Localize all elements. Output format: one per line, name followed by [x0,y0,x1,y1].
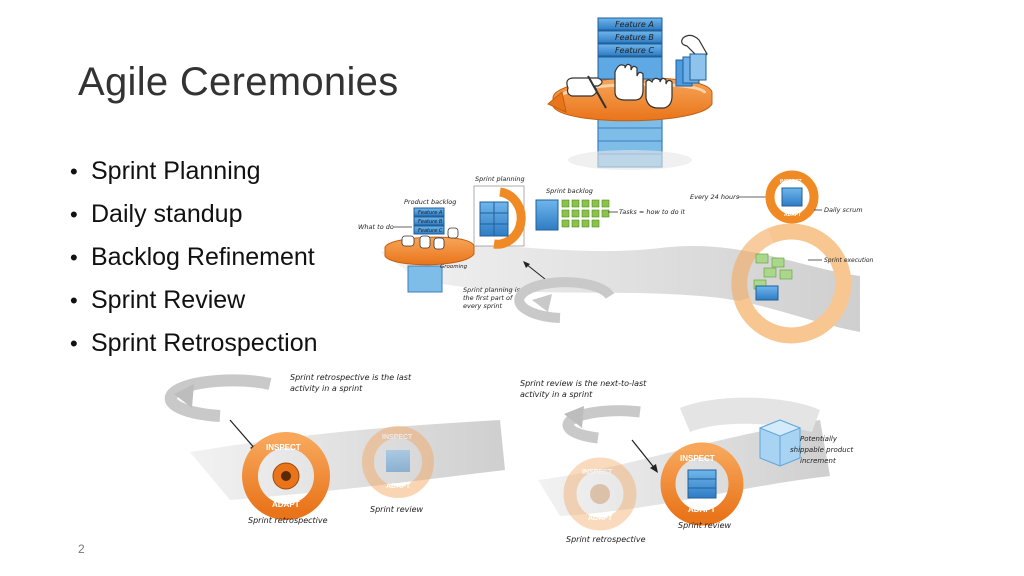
increment-line: increment [800,457,836,465]
what-to-do-label: What to do [358,223,394,231]
bullet-item: Sprint Planning [70,150,318,193]
product-increment-cube [758,419,802,467]
inspect-label: INSPECT [680,454,715,463]
scrum-process-diagram: Feature A Feature B Feature C Product ba… [358,170,874,344]
task-cards [675,53,707,87]
bullet-item: Backlog Refinement [70,236,318,279]
sprint-retrospective-label: Sprint retrospective [566,535,646,544]
page-number: 2 [78,542,85,556]
hand-icon [401,227,459,250]
sprint-backlog-grid [535,199,610,231]
pen-icon [587,75,607,109]
hand-icon [566,34,708,109]
bullet-item: Daily standup [70,193,318,236]
feature-stack: Feature A Feature B Feature C [597,17,663,80]
feature-label: Feature B [615,33,654,42]
daily-scrum-label: Daily scrum [824,206,863,214]
every-24-hours-label: Every 24 hours [690,193,740,201]
sprint-planning-label: Sprint planning [475,175,525,183]
inspect-label: INSPECT [266,443,301,452]
bullet-item: Sprint Review [70,279,318,322]
adapt-label: ADAPT [588,515,613,522]
review-note-line: activity in a sprint [520,390,593,399]
increment-line: shippable product [790,446,853,454]
product-backlog-label: Product backlog [404,198,456,206]
adapt-label: ADAPT [784,212,801,218]
planning-note-line: the first part of [463,294,514,302]
feature-label: Feature C [418,228,443,234]
feature-label: Feature B [418,219,443,225]
increment-line: Potentially [800,435,838,443]
sprint-backlog-label: Sprint backlog [546,187,593,195]
adapt-label: ADAPT [688,505,716,514]
feature-label: Feature A [615,20,654,29]
sprint-execution-label: Sprint execution [824,257,874,264]
sprint-review-label: Sprint review [678,521,732,530]
adapt-label: ADAPT [386,483,411,490]
bullet-list: Sprint Planning Daily standup Backlog Re… [70,150,318,365]
feature-label: Feature A [418,210,443,216]
inspect-label: INSPECT [382,434,413,441]
grooming-label: Grooming [440,264,468,270]
retro-note-line: Sprint retrospective is the last [290,373,412,382]
inspect-label: INSPECT [582,469,613,476]
adapt-label: ADAPT [272,500,300,509]
planning-note-line: Sprint planning is [463,286,521,294]
feature-label: Feature C [615,46,654,55]
review-diagram: Sprint review is the next-to-last activi… [520,379,853,544]
inspect-label: INSPECT [780,179,802,185]
tasks-label: Tasks = how to do it [619,208,685,216]
planning-note-line: every sprint [463,302,503,310]
retrospective-diagram: Sprint retrospective is the last activit… [164,373,505,525]
slide-title: Agile Ceremonies [78,60,399,104]
bullet-item: Sprint Retrospection [70,322,318,365]
sprint-review-label: Sprint review [370,505,424,514]
review-note-line: Sprint review is the next-to-last [520,379,647,388]
gear-icon [590,484,610,504]
backlog-stack-illustration: Feature A Feature B Feature C [547,17,713,170]
sprint-retrospective-label: Sprint retrospective [248,516,328,525]
retro-note-line: activity in a sprint [290,384,363,393]
